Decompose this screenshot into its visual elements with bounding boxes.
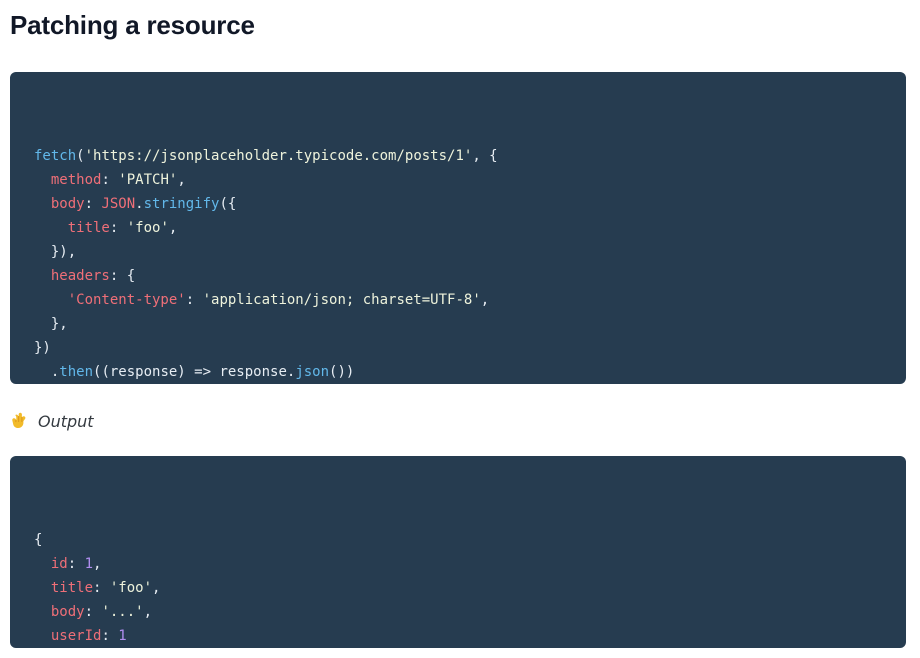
- code-line: 'Content-type': 'application/json; chars…: [34, 288, 882, 312]
- code-token-prop: body: [50, 196, 85, 212]
- code-token-plain: :: [67, 556, 85, 572]
- code-line: .then((response) => response.json()): [34, 360, 882, 384]
- code-token-plain: [34, 604, 51, 620]
- code-token-plain: [34, 556, 51, 572]
- code-token-plain: }),: [34, 244, 77, 260]
- pointing-down-hand-icon: [10, 412, 28, 430]
- code-block-request[interactable]: fetch('https://jsonplaceholder.typicode.…: [10, 72, 906, 384]
- code-token-prop: body: [50, 604, 85, 620]
- code-token-prop: method: [50, 172, 102, 188]
- code-token-plain: ({: [219, 196, 237, 212]
- code-token-plain: ,: [143, 604, 153, 620]
- code-token-plain: .: [34, 364, 60, 380]
- code-token-fn: fetch: [34, 148, 77, 164]
- code-token-prop: id: [50, 556, 68, 572]
- code-token-plain: ,: [177, 172, 186, 188]
- code-line: method: 'PATCH',: [34, 168, 882, 192]
- code-token-num: 1: [118, 628, 127, 644]
- code-token-str: 'foo': [109, 580, 153, 596]
- output-label: Output: [10, 407, 94, 435]
- code-line: headers: {: [34, 264, 882, 288]
- code-token-plain: :: [84, 604, 102, 620]
- code-token-plain: {: [34, 532, 43, 548]
- code-token-plain: : {: [109, 268, 136, 284]
- code-token-fn: then: [59, 364, 94, 380]
- code-token-key: 'Content-type': [67, 292, 186, 308]
- code-token-plain: :: [101, 172, 119, 188]
- code-token-plain: [34, 580, 51, 596]
- code-token-plain: [34, 172, 51, 188]
- code-token-str: 'https://jsonplaceholder.typicode.com/po…: [84, 148, 473, 164]
- code-block-output[interactable]: { id: 1, title: 'foo', body: '...', user…: [10, 456, 906, 648]
- code-token-str: '...': [101, 604, 144, 620]
- code-line: body: JSON.stringify({: [34, 192, 882, 216]
- code-line: title: 'foo',: [34, 576, 882, 600]
- code-token-fn: json: [295, 364, 330, 380]
- code-token-plain: :: [93, 580, 110, 596]
- code-token-prop: JSON: [101, 196, 136, 212]
- code-token-plain: :: [84, 196, 102, 212]
- code-line: }): [34, 336, 882, 360]
- code-line: id: 1,: [34, 552, 882, 576]
- code-token-num: 1: [84, 556, 94, 572]
- output-text: Output: [38, 411, 94, 431]
- code-token-str: 'PATCH': [118, 172, 178, 188]
- code-lines-output: { id: 1, title: 'foo', body: '...', user…: [34, 528, 882, 648]
- code-token-prop: title: [67, 220, 110, 236]
- code-token-prop: headers: [50, 268, 110, 284]
- code-token-plain: :: [185, 292, 203, 308]
- code-token-prop: userId: [50, 628, 102, 644]
- code-token-plain: ,: [168, 220, 178, 236]
- code-token-plain: :: [101, 628, 119, 644]
- code-token-plain: , {: [472, 148, 498, 164]
- code-token-str: 'foo': [126, 220, 169, 236]
- code-token-plain: [34, 268, 51, 284]
- code-line: userId: 1: [34, 624, 882, 648]
- code-token-plain: [34, 196, 51, 212]
- code-token-plain: [34, 628, 51, 644]
- code-token-plain: [34, 220, 68, 236]
- code-line: },: [34, 312, 882, 336]
- code-token-prop: title: [50, 580, 94, 596]
- code-token-plain: ,: [93, 556, 102, 572]
- code-token-str: 'application/json; charset=UTF-8': [202, 292, 481, 308]
- code-line: {: [34, 528, 882, 552]
- code-token-plain: ()): [329, 364, 355, 380]
- code-line: body: '...',: [34, 600, 882, 624]
- code-token-plain: ((response) => response.: [93, 364, 296, 380]
- code-token-plain: },: [34, 316, 68, 332]
- code-line: title: 'foo',: [34, 216, 882, 240]
- code-token-plain: }): [34, 340, 51, 356]
- code-token-plain: ,: [480, 292, 490, 308]
- code-lines-request: fetch('https://jsonplaceholder.typicode.…: [34, 144, 882, 384]
- code-token-plain: ,: [152, 580, 161, 596]
- code-line: }),: [34, 240, 882, 264]
- code-line: fetch('https://jsonplaceholder.typicode.…: [34, 144, 882, 168]
- code-token-plain: (: [76, 148, 85, 164]
- code-token-fn: stringify: [143, 196, 220, 212]
- section-title: Patching a resource: [10, 10, 255, 40]
- code-token-plain: [34, 292, 68, 308]
- code-token-plain: .: [135, 196, 144, 212]
- code-token-plain: :: [109, 220, 127, 236]
